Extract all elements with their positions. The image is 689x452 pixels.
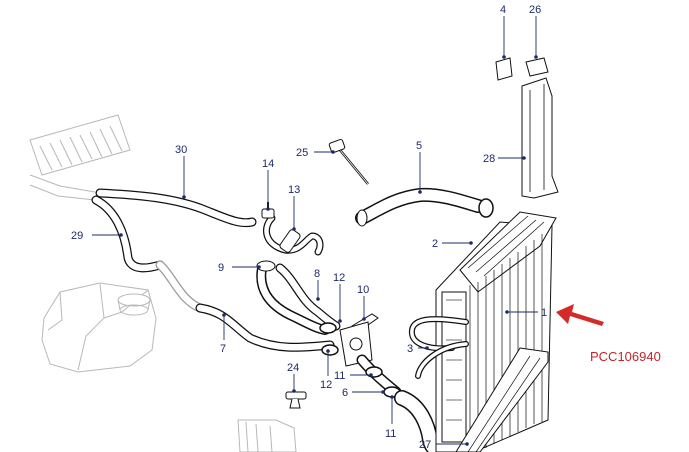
reference-code: PCC106940 <box>590 349 661 364</box>
clip-12-upper <box>319 322 337 334</box>
deflector-27 <box>455 347 549 452</box>
callout-6: 6 <box>342 387 348 399</box>
top-hose-5 <box>355 187 494 227</box>
leader-lines <box>92 16 538 446</box>
callout-8: 8 <box>314 268 320 280</box>
callout-11-lower: 11 <box>385 428 396 440</box>
clip-4 <box>495 57 513 81</box>
callout-12-upper: 12 <box>333 272 345 284</box>
clip-25 <box>328 138 369 185</box>
callout-5: 5 <box>416 140 422 152</box>
callout-9: 9 <box>218 262 224 274</box>
callout-4: 4 <box>500 4 506 16</box>
lower-panel-context <box>237 419 297 452</box>
thermostat-housing-10 <box>339 313 379 367</box>
bleed-pipe-13 <box>262 214 324 256</box>
bracket-24 <box>285 391 307 409</box>
callout-30: 30 <box>175 144 187 156</box>
clip-26 <box>525 57 549 77</box>
mounting-bracket-28 <box>521 77 559 199</box>
heater-core-context <box>29 114 131 201</box>
callout-3: 3 <box>407 343 413 355</box>
expansion-tank-context <box>41 282 157 373</box>
callout-29: 29 <box>71 230 83 242</box>
clip-12-lower <box>321 344 339 356</box>
hose-9 <box>256 263 330 335</box>
callout-27: 27 <box>419 439 431 451</box>
cooler-pipes-3 <box>408 316 469 379</box>
hose-8 <box>275 263 341 331</box>
callout-1: 1 <box>541 307 547 319</box>
pointer-arrow <box>556 304 604 326</box>
callout-10: 10 <box>357 284 369 296</box>
callout-11-upper: 11 <box>334 370 345 382</box>
clip-11-upper <box>365 366 383 378</box>
heater-hose-30 <box>95 188 257 228</box>
hose-7 <box>195 303 335 352</box>
callout-28: 28 <box>483 153 495 165</box>
heater-hose-29 <box>91 195 165 273</box>
callout-25: 25 <box>296 147 308 159</box>
callout-2: 2 <box>432 238 438 250</box>
hose-end-9 <box>256 260 276 272</box>
callout-7: 7 <box>220 343 226 355</box>
callout-24: 24 <box>287 362 299 374</box>
callout-12-lower: 12 <box>320 379 332 391</box>
callout-26: 26 <box>529 4 541 16</box>
callout-14: 14 <box>262 158 274 170</box>
callout-13: 13 <box>288 184 300 196</box>
